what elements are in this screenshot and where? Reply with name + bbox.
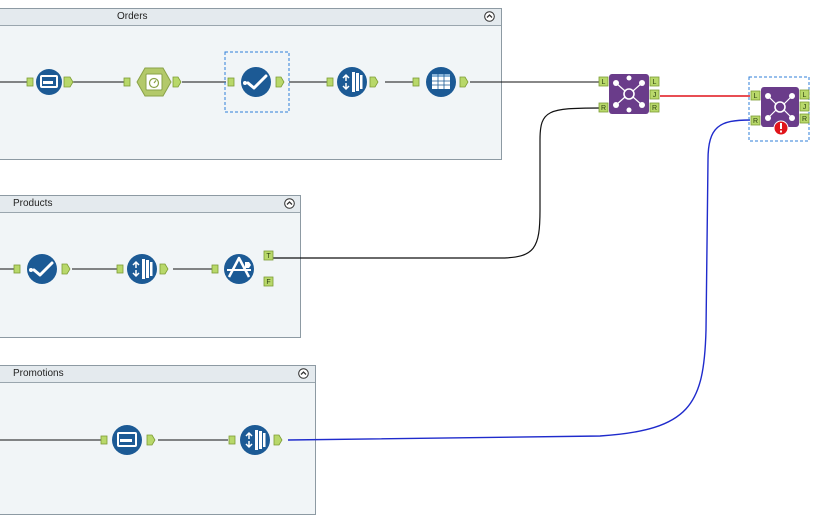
- anchor-left-label: L: [653, 79, 657, 86]
- summarize-tool-icon[interactable]: [326, 65, 384, 99]
- container-orders-header[interactable]: [0, 9, 501, 26]
- container-products-title: Products: [13, 198, 53, 209]
- summarize-tool-icon[interactable]: [116, 252, 174, 286]
- anchor-left-label: L: [754, 93, 758, 100]
- container-orders-title: Orders: [117, 11, 148, 22]
- container-promotions-title: Promotions: [13, 368, 64, 379]
- collapse-icon[interactable]: [298, 368, 309, 379]
- anchor-left-label: L: [602, 79, 606, 86]
- browse-input-tool-icon[interactable]: [26, 67, 78, 97]
- wire[interactable]: [272, 107, 601, 259]
- join-tool-icon[interactable]: L R L J R: [748, 76, 814, 142]
- select-tool-icon[interactable]: [13, 252, 75, 286]
- select-tool-icon[interactable]: [224, 51, 290, 113]
- anchor-right-label: R: [802, 116, 807, 123]
- collapse-icon[interactable]: [484, 11, 495, 22]
- summarize-tool-icon[interactable]: [228, 423, 288, 457]
- table-tool-icon[interactable]: [412, 65, 474, 99]
- join-tool-icon[interactable]: L R L J R: [598, 72, 664, 118]
- anchor-false-label: F: [266, 279, 270, 286]
- anchor-right-label: R: [652, 105, 657, 112]
- anchor-right-label: R: [601, 105, 606, 112]
- anchor-join-label: J: [653, 92, 657, 99]
- error-icon[interactable]: [773, 120, 789, 136]
- container-promotions-header[interactable]: [0, 366, 315, 383]
- collapse-icon[interactable]: [284, 198, 295, 209]
- anchor-join-label: J: [803, 104, 807, 111]
- anchor-left-label: L: [803, 92, 807, 99]
- anchor-right-label: R: [753, 118, 758, 125]
- container-products-header[interactable]: [0, 196, 300, 213]
- filter-tool-icon[interactable]: T F: [211, 248, 277, 288]
- browse-input-tool-icon[interactable]: [100, 423, 162, 457]
- wire-blue[interactable]: [287, 119, 751, 441]
- test-tool-icon[interactable]: [123, 65, 185, 99]
- anchor-true-label: T: [266, 253, 271, 260]
